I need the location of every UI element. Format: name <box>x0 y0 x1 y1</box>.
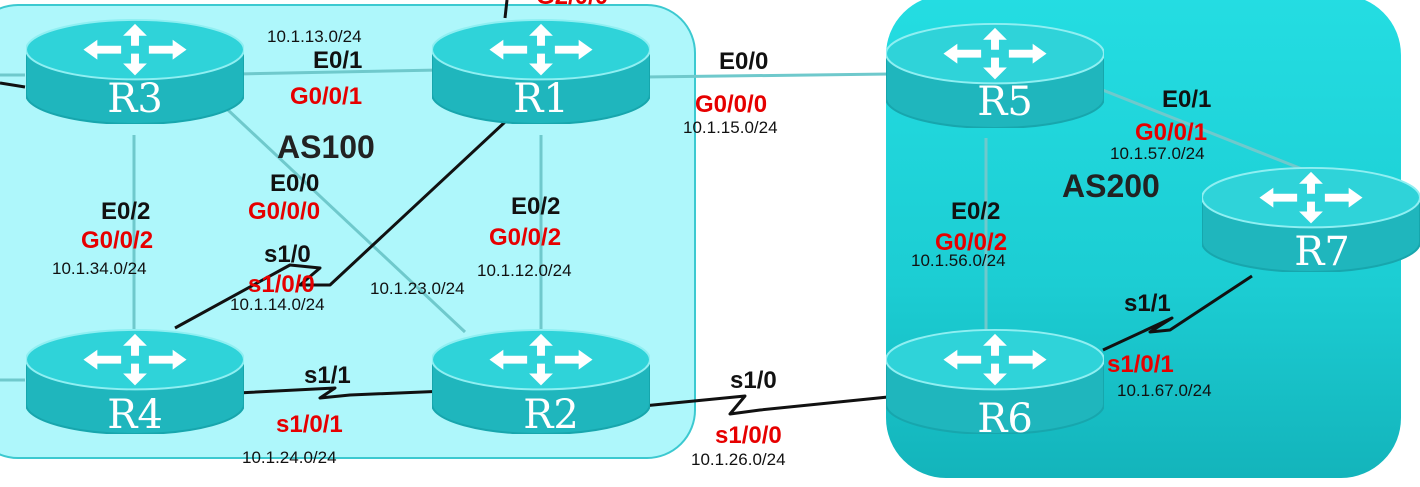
r5-interface-e0-2: E0/2 <box>951 198 1000 225</box>
r5-interface-g0-0-0: G0/0/0 <box>695 91 767 118</box>
r6-interface-s1-0-0: s1/0/0 <box>715 422 782 449</box>
router-r3-label: R3 <box>107 76 163 122</box>
r4-interface-g0-0-0: G0/0/0 <box>248 198 320 225</box>
subnet-label-r4-r2: 10.1.24.0/24 <box>242 448 337 467</box>
link-r3-r2 <box>226 108 467 334</box>
subnet-label-r1-r4: 10.1.14.0/24 <box>230 295 325 314</box>
r2-interface-s1-0-1: s1/0/1 <box>276 411 343 438</box>
router-r5-label: R5 <box>977 79 1033 125</box>
subnet-label-r5-r6: 10.1.56.0/24 <box>911 251 1006 270</box>
router-r2[interactable]: R2 <box>432 328 650 438</box>
router-r4[interactable]: R4 <box>26 328 244 438</box>
subnet-label-r5-r7: 10.1.57.0/24 <box>1110 144 1205 163</box>
as100-label: AS100 <box>277 129 375 165</box>
serial-link-r2-r6 <box>642 394 889 416</box>
subnet-label-r1-r3: 10.1.13.0/24 <box>267 27 362 46</box>
r6-interface-g0-0-2: G0/0/2 <box>935 229 1007 256</box>
router-r1[interactable]: R1 <box>432 18 650 124</box>
r3-interface-e0-1: E0/1 <box>313 47 362 74</box>
as200-label: AS200 <box>1062 168 1160 204</box>
link-r1-r5 <box>644 72 891 79</box>
r1-interface-g0-0-1: G0/0/1 <box>290 83 362 110</box>
subnet-label-r6-r7: 10.1.67.0/24 <box>1117 381 1212 400</box>
subnet-label-r2-r6: 10.1.26.0/24 <box>691 450 786 469</box>
r5-interface-e0-1: E0/1 <box>1162 86 1211 113</box>
serial-link-r6-r7 <box>1102 274 1253 352</box>
r1-top-interface-label: G2/0/0 <box>536 0 608 10</box>
subnet-label-r3-r2: 10.1.23.0/24 <box>370 279 465 298</box>
router-r7[interactable]: R7 <box>1202 166 1420 275</box>
serial-link-r4-r1 <box>174 120 507 330</box>
r3-interface-e0-2: E0/2 <box>101 198 150 225</box>
router-r7-label: R7 <box>1294 229 1350 275</box>
r1-interface-s1-0-0: s1/0/0 <box>248 271 315 298</box>
router-r3[interactable]: R3 <box>26 18 244 124</box>
r4-interface-g0-0-2: G0/0/2 <box>81 227 153 254</box>
router-r6-label: R6 <box>977 396 1033 442</box>
r4-interface-s1-1: s1/1 <box>304 362 351 389</box>
serial-link-r4-r2 <box>216 386 471 400</box>
r2-interface-g0-0-2: G0/0/2 <box>489 224 561 251</box>
router-r5[interactable]: R5 <box>886 22 1104 128</box>
router-r6[interactable]: R6 <box>886 328 1104 442</box>
link-r3-r1 <box>237 68 441 76</box>
subnet-label-r3-r4: 10.1.34.0/24 <box>52 259 147 278</box>
r2-interface-s1-0: s1/0 <box>730 367 777 394</box>
router-r1-label: R1 <box>513 76 569 122</box>
r6-interface-s1-0-1: s1/0/1 <box>1107 351 1174 378</box>
r4-interface-s1-0: s1/0 <box>264 241 311 268</box>
router-r4-label: R4 <box>107 392 163 438</box>
router-r2-label: R2 <box>523 392 579 438</box>
subnet-label-r1-r2: 10.1.12.0/24 <box>477 261 572 280</box>
serial-link-r1-top <box>503 0 509 19</box>
r1-interface-e0-0-to-r4: E0/0 <box>270 170 319 197</box>
r7-interface-s1-1: s1/1 <box>1124 290 1171 317</box>
link-r5-r7 <box>1089 83 1313 175</box>
r1-interface-e0-0: E0/0 <box>719 48 768 75</box>
subnet-label-r1-r5: 10.1.15.0/24 <box>683 118 778 137</box>
r7-interface-g0-0-1: G0/0/1 <box>1135 119 1207 146</box>
r1-interface-e0-2: E0/2 <box>511 193 560 220</box>
serial-link-left-r3 <box>0 81 26 89</box>
